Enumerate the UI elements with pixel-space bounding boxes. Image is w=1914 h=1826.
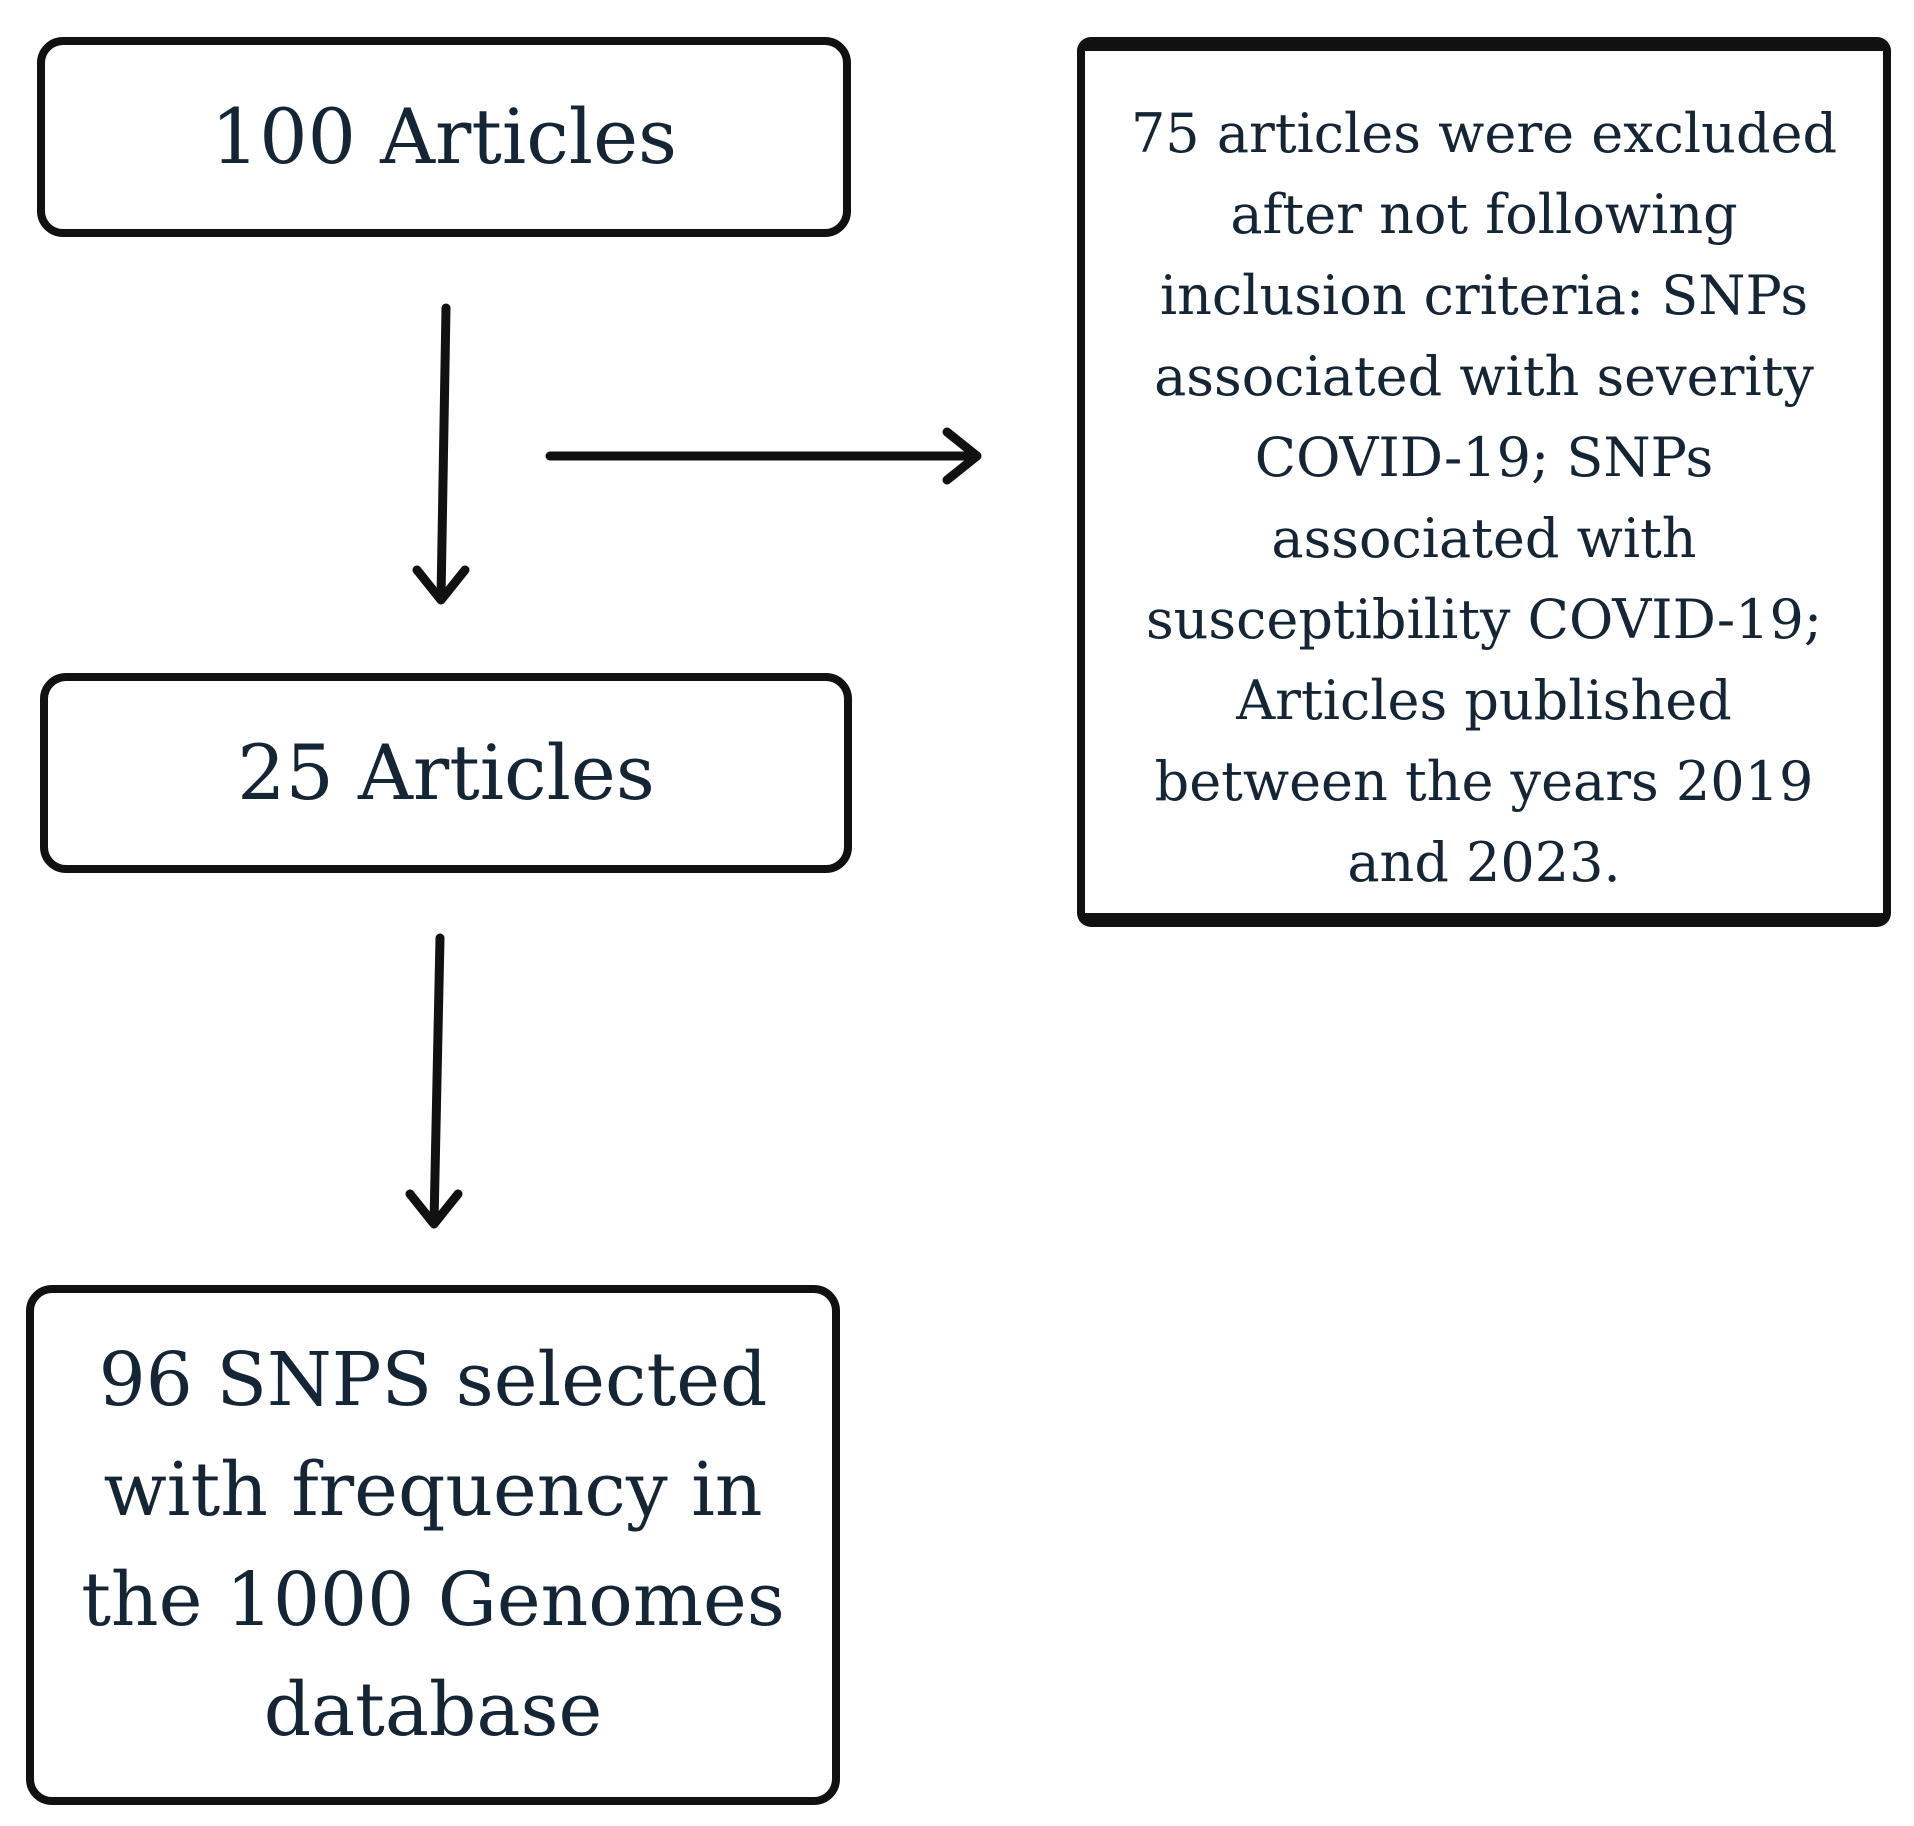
node-excluded-line: 75 articles were excluded <box>1130 102 1838 165</box>
node-final-line: with frequency in <box>103 1447 763 1533</box>
node-start-label: 100 Articles <box>210 92 678 181</box>
node-final-line: 96 SNPS selected <box>98 1337 768 1423</box>
node-excluded-line: Articles published <box>1236 669 1732 732</box>
node-excluded-line: inclusion criteria: SNPs <box>1159 264 1809 327</box>
node-final-line: database <box>263 1667 603 1753</box>
node-middle-label: 25 Articles <box>237 728 655 817</box>
node-final-box: 96 SNPS selected with frequency in the 1… <box>26 1285 840 1805</box>
node-final-line: the 1000 Genomes <box>81 1557 785 1643</box>
node-excluded-line: susceptibility COVID-19; <box>1145 588 1823 651</box>
node-excluded-line: and 2023. <box>1347 831 1621 894</box>
node-excluded-text: 75 articles were excluded after not foll… <box>1085 93 1883 903</box>
node-excluded-box: 75 articles were excluded after not foll… <box>1077 37 1891 927</box>
node-excluded-line: associated with severity <box>1154 345 1814 408</box>
arrow-start-to-excluded <box>545 427 982 485</box>
node-final-text: 96 SNPS selected with frequency in the 1… <box>34 1325 832 1765</box>
node-middle-box: 25 Articles <box>40 673 852 873</box>
arrow-middle-to-final <box>405 933 463 1229</box>
node-excluded-line: between the years 2019 <box>1154 750 1814 813</box>
node-excluded-line: COVID-19; SNPs <box>1254 426 1714 489</box>
node-start-box: 100 Articles <box>37 37 851 237</box>
node-excluded-line: associated with <box>1271 507 1697 570</box>
arrow-start-to-middle <box>412 303 470 605</box>
node-excluded-line: after not following <box>1230 183 1738 246</box>
